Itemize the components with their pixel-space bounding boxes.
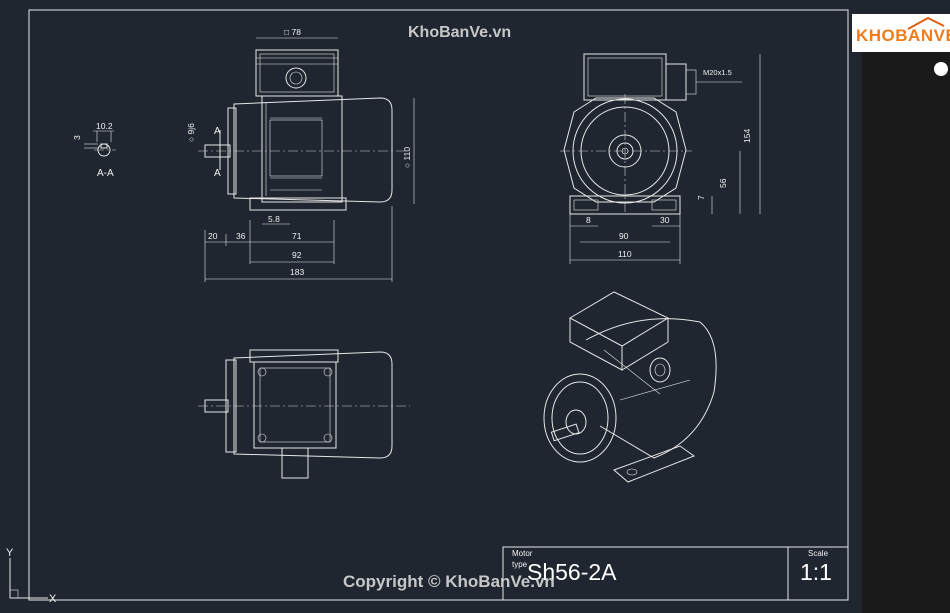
title-motor-label: Motor	[512, 549, 533, 558]
dim-key-depth: 3	[72, 135, 82, 140]
dim-20: 20	[208, 231, 218, 241]
title-scale: 1:1	[800, 559, 832, 585]
title-block: Motor type Sh56-2A Scale 1:1	[502, 546, 849, 601]
top-view	[198, 349, 410, 479]
title-type-label: type	[512, 560, 528, 569]
dim-183: 183	[290, 267, 304, 277]
dim-shaft-dia: ○ 9j6	[186, 123, 196, 142]
dim-thread: M20x1.5	[703, 68, 732, 77]
ucs-x-label: X	[49, 593, 57, 605]
dim-56: 56	[718, 178, 728, 188]
ucs-y-label: Y	[6, 547, 14, 559]
watermark-bottom: Copyright © KhoBanVe.vn	[343, 572, 555, 591]
logo-text: KHOBANVE	[856, 26, 950, 45]
dim-body-dia: ○ 110	[402, 147, 412, 168]
dim-71: 71	[292, 231, 302, 241]
side-view: A A □ 78 ○ 9j6 ○ 110 5.8 20 36 71 92 183	[186, 27, 415, 282]
dim-box-width: □ 78	[284, 27, 301, 37]
dim-5-8: 5.8	[268, 214, 280, 224]
dim-92: 92	[292, 250, 302, 260]
section-a-a-view: 10.2 3 A-A	[72, 121, 116, 179]
dim-8: 8	[586, 215, 591, 225]
dim-154: 154	[742, 129, 752, 143]
ucs-icon: Y X	[6, 547, 57, 605]
drawing-border	[28, 9, 849, 601]
dim-key-width: 10.2	[96, 121, 113, 131]
right-panel-background	[862, 52, 950, 613]
dim-110: 110	[618, 249, 632, 259]
khobanve-logo: KHOBANVE	[852, 14, 950, 52]
front-view: M20x1.5 154 56 7 8 30 90 110	[560, 53, 761, 264]
title-model: Sh56-2A	[527, 559, 617, 585]
section-mark-bottom: A	[214, 168, 221, 179]
house-roof-icon	[907, 16, 945, 30]
dim-36: 36	[236, 231, 246, 241]
section-label: A-A	[97, 168, 114, 179]
section-mark-top: A	[214, 126, 221, 137]
isometric-view	[543, 291, 717, 483]
dim-30: 30	[660, 215, 670, 225]
watermark-top: KhoBanVe.vn	[408, 24, 512, 41]
title-scale-label: Scale	[808, 549, 829, 558]
white-dot	[934, 62, 948, 76]
dim-7: 7	[696, 195, 706, 200]
dim-90: 90	[619, 231, 629, 241]
